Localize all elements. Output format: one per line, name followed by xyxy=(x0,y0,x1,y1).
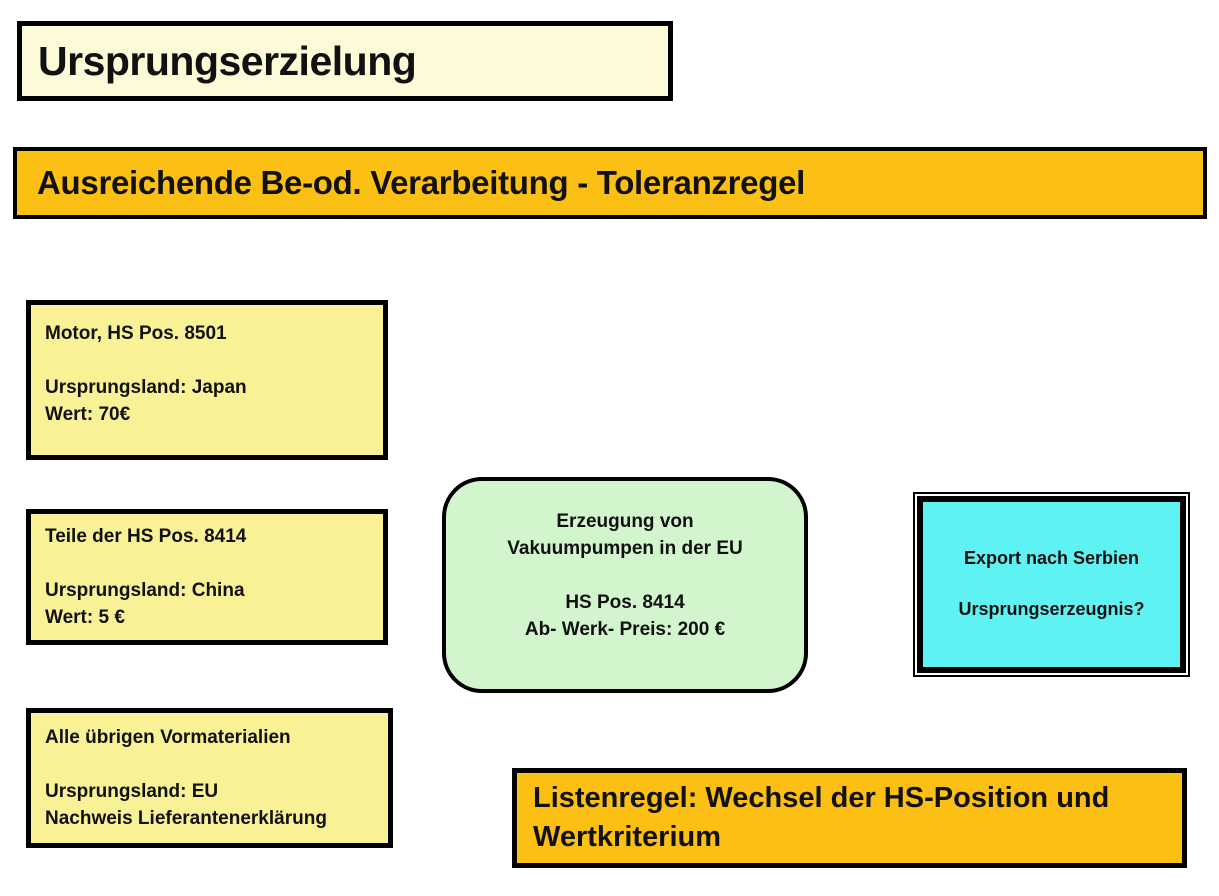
text-line: Ursprungsland: EU xyxy=(45,780,219,802)
text-line: Alle übrigen Vormaterialien xyxy=(45,727,291,748)
title-box: Ursprungserzielung xyxy=(17,21,673,101)
text-line: Motor, HS Pos. 8501 xyxy=(45,323,227,344)
text-line: HS Pos. 8414 xyxy=(565,591,685,613)
text-line: Teile der HS Pos. 8414 xyxy=(45,526,247,547)
text-line: Ursprungsland: China xyxy=(45,579,245,601)
text-line: Vakuumpumpen in der EU xyxy=(507,537,743,559)
text-line: Listenregel: Wechsel der HS-Position und xyxy=(533,781,1110,814)
text-line: Ursprungsland: Japan xyxy=(45,376,247,398)
topic-banner: Ausreichende Be-od. Verarbeitung - Toler… xyxy=(13,147,1207,219)
text-line: Wert: 70€ xyxy=(45,403,131,425)
text-line xyxy=(45,752,374,779)
text-line xyxy=(446,563,804,590)
text-line: Wert: 5 € xyxy=(45,606,125,628)
text-line xyxy=(45,551,369,578)
text-line: Erzeugung von xyxy=(556,511,694,532)
slide-title: Ursprungserzielung xyxy=(38,37,417,84)
text-line: Ab- Werk- Preis: 200 € xyxy=(524,618,726,640)
text-line xyxy=(45,348,369,375)
rule-banner: Listenregel: Wechsel der HS-Position und… xyxy=(512,768,1187,868)
text-line: Wertkriterium xyxy=(533,821,722,853)
text-line: Export nach Serbien xyxy=(963,548,1140,569)
text-line: Ursprungserzeugnis? xyxy=(958,599,1145,620)
topic-banner-label: Ausreichende Be-od. Verarbeitung - Toler… xyxy=(37,164,805,201)
text-line xyxy=(923,572,1180,598)
text-line: Nachweis Lieferantenerklärung xyxy=(45,807,327,829)
